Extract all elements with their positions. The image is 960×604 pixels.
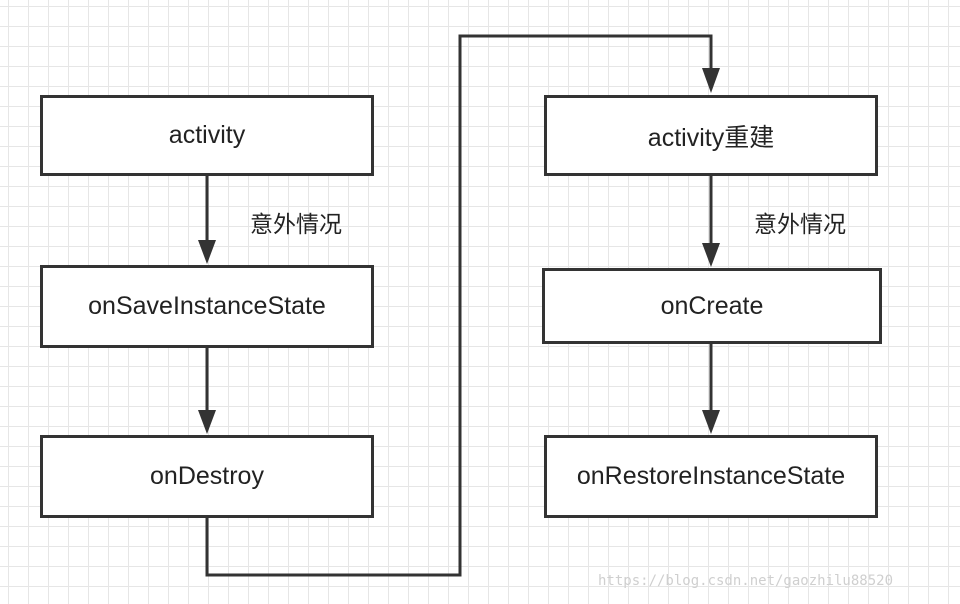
node-activity-rebuild: activity重建 bbox=[544, 95, 878, 176]
arrowhead-rebuild bbox=[702, 68, 720, 93]
node-on-save-instance-state: onSaveInstanceState bbox=[40, 265, 374, 348]
arrowhead-onrestore bbox=[702, 410, 720, 434]
connector-ondestroy-to-rebuild bbox=[205, 34, 713, 577]
watermark-url: https://blog.csdn.net/gaozhilu88520 bbox=[598, 573, 894, 589]
arrowhead-onsave bbox=[198, 240, 216, 264]
node-activity: activity bbox=[40, 95, 374, 176]
node-on-destroy: onDestroy bbox=[40, 435, 374, 518]
arrowhead-ondestroy bbox=[198, 410, 216, 434]
arrowhead-oncreate bbox=[702, 243, 720, 267]
edge-label-right-exception: 意外情况 bbox=[754, 212, 846, 238]
node-on-restore-instance-state: onRestoreInstanceState bbox=[544, 435, 878, 518]
node-on-create: onCreate bbox=[542, 268, 882, 344]
edge-label-left-exception: 意外情况 bbox=[250, 212, 342, 238]
